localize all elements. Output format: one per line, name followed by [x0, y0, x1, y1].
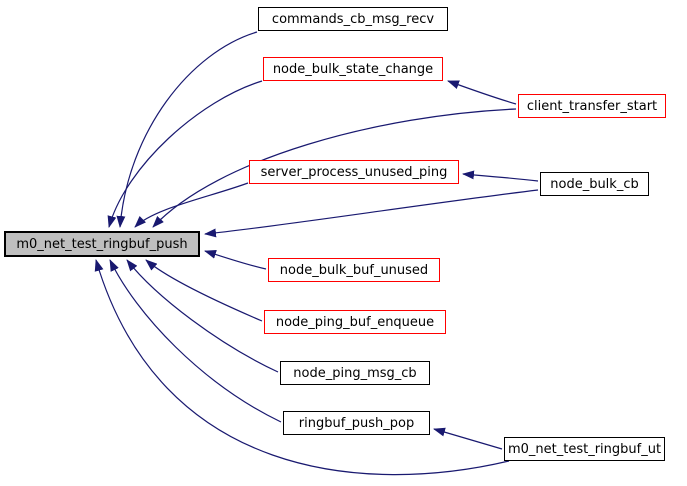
node-m0_net_test_ringbuf_push-focus: m0_net_test_ringbuf_push: [4, 231, 200, 257]
edge-ringbuf_push_pop-to-push: [109, 259, 282, 423]
node-server_process_unused_ping[interactable]: server_process_unused_ping: [249, 160, 459, 184]
node-label: commands_cb_msg_recv: [271, 11, 435, 27]
edge-client_transfer_start-to-node_bulk_state_change: [447, 80, 517, 105]
edge-node_ping_msg_cb-to-push: [126, 259, 279, 373]
edge-m0_net_test_ringbuf_ut-to-push: [94, 259, 510, 476]
node-ringbuf_push_pop[interactable]: ringbuf_push_pop: [283, 411, 430, 435]
edge-node_bulk_cb-to-server_process_unused_ping: [462, 170, 539, 182]
edge-client_transfer_start-to-push: [152, 108, 517, 228]
node-commands_cb_msg_recv[interactable]: commands_cb_msg_recv: [258, 7, 448, 31]
node-label: client_transfer_start: [526, 98, 658, 114]
edge-commands_cb_msg_recv-to-push: [116, 31, 258, 228]
edge-node_bulk_cb-to-push: [204, 189, 539, 238]
node-client_transfer_start[interactable]: client_transfer_start: [518, 94, 666, 118]
node-node_bulk_buf_unused[interactable]: node_bulk_buf_unused: [268, 258, 440, 282]
node-label: node_ping_msg_cb: [293, 365, 417, 381]
node-node_bulk_state_change[interactable]: node_bulk_state_change: [263, 57, 443, 81]
node-label: server_process_unused_ping: [260, 164, 448, 180]
edge-node_ping_buf_enqueue-to-push: [145, 259, 263, 322]
node-node_bulk_cb[interactable]: node_bulk_cb: [540, 172, 649, 196]
node-label: node_ping_buf_enqueue: [275, 314, 435, 330]
node-label: m0_net_test_ringbuf_push: [16, 236, 188, 252]
node-label: node_bulk_cb: [550, 176, 639, 192]
edge-server_process_unused_ping-to-push: [134, 182, 249, 228]
node-label: node_bulk_state_change: [272, 61, 434, 77]
edge-node_bulk_state_change-to-push: [107, 80, 263, 228]
edge-m0_net_test_ringbuf_ut-to-ringbuf_push_pop: [433, 427, 503, 450]
node-label: m0_net_test_ringbuf_ut: [507, 441, 662, 457]
node-node_ping_buf_enqueue[interactable]: node_ping_buf_enqueue: [264, 310, 446, 334]
edge-node_bulk_buf_unused-to-push: [204, 250, 267, 270]
node-label: node_bulk_buf_unused: [279, 262, 429, 278]
node-label: ringbuf_push_pop: [298, 415, 415, 431]
node-node_ping_msg_cb[interactable]: node_ping_msg_cb: [280, 361, 430, 385]
node-m0_net_test_ringbuf_ut[interactable]: m0_net_test_ringbuf_ut: [504, 437, 665, 461]
